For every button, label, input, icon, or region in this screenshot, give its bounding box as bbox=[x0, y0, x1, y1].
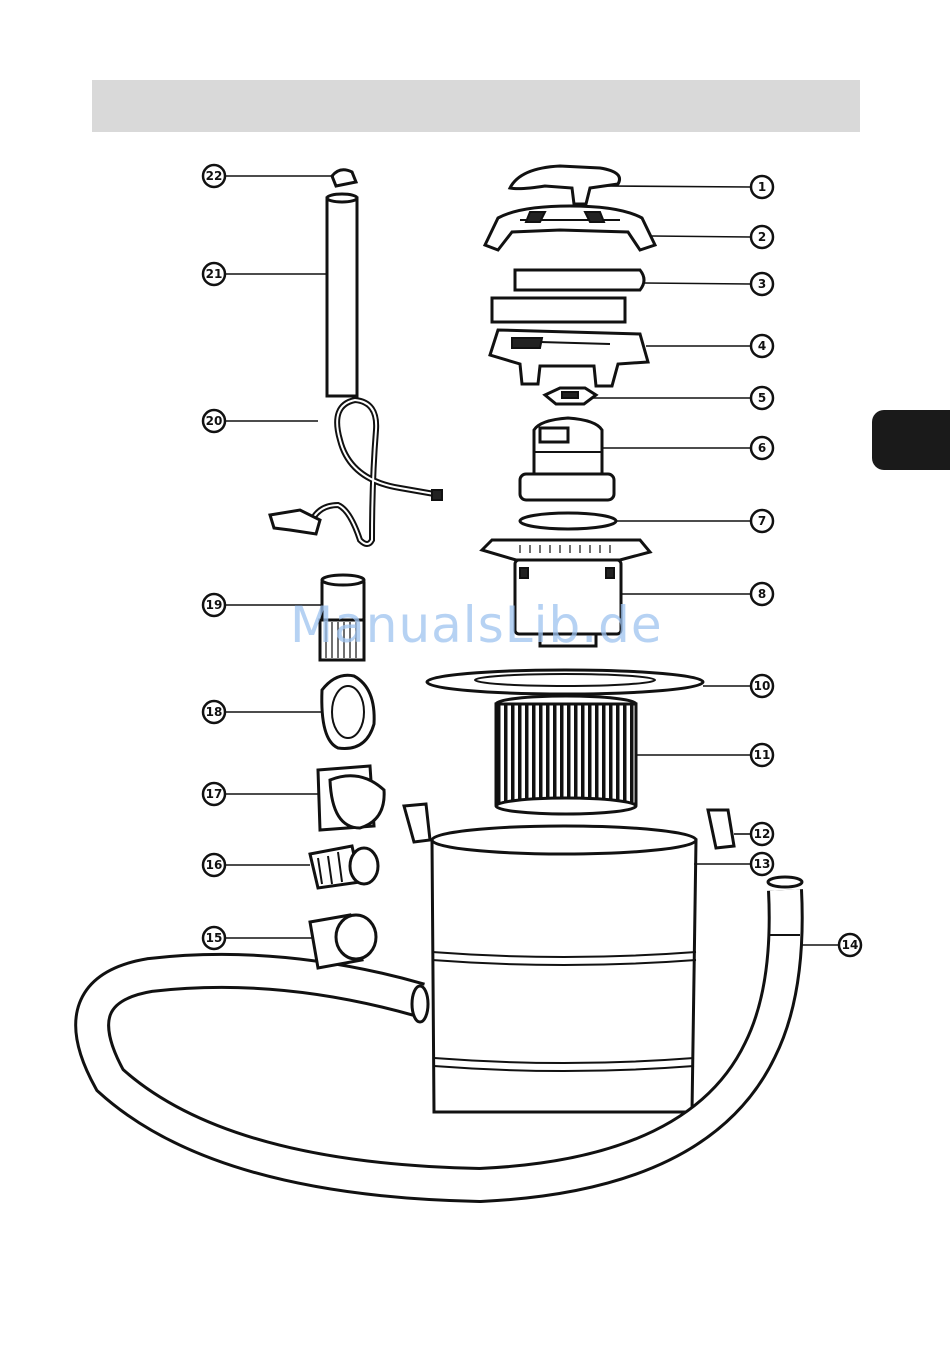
callout-number: 4 bbox=[758, 339, 766, 353]
part-handle bbox=[510, 166, 620, 204]
callout-number: 12 bbox=[754, 827, 771, 841]
callout-18: 18 bbox=[203, 701, 225, 723]
callout-10: 10 bbox=[751, 675, 773, 697]
callout-number: 11 bbox=[754, 748, 771, 762]
callout-21: 21 bbox=[203, 263, 225, 285]
callout-6: 6 bbox=[751, 437, 773, 459]
callout-3: 3 bbox=[751, 273, 773, 295]
callout-11: 11 bbox=[751, 744, 773, 766]
callout-number: 14 bbox=[842, 938, 859, 952]
part-lid-plate bbox=[427, 670, 703, 694]
callout-number: 7 bbox=[758, 514, 766, 528]
callout-number: 1 bbox=[758, 180, 766, 194]
callout-number: 5 bbox=[758, 391, 766, 405]
callout-number: 15 bbox=[206, 931, 223, 945]
callout-number: 10 bbox=[754, 679, 771, 693]
callout-5: 5 bbox=[751, 387, 773, 409]
callout-1: 1 bbox=[751, 176, 773, 198]
part-inlet-valve bbox=[318, 766, 384, 830]
part-top-cover bbox=[485, 206, 655, 250]
callout-8: 8 bbox=[751, 583, 773, 605]
callout-number: 22 bbox=[206, 169, 223, 183]
callout-number: 17 bbox=[206, 787, 223, 801]
callout-number: 2 bbox=[758, 230, 766, 244]
part-fitting bbox=[545, 388, 596, 404]
callout-number: 8 bbox=[758, 587, 766, 601]
callout-number: 16 bbox=[206, 858, 223, 872]
part-drum bbox=[432, 826, 696, 1112]
callout-16: 16 bbox=[203, 854, 225, 876]
part-foam-filters bbox=[492, 270, 644, 322]
callout-number: 13 bbox=[754, 857, 771, 871]
callout-14: 14 bbox=[839, 934, 861, 956]
callout-number: 6 bbox=[758, 441, 766, 455]
part-seal-ring bbox=[520, 513, 616, 529]
part-connector-16 bbox=[310, 846, 378, 888]
part-connector-15 bbox=[310, 915, 376, 968]
callout-2: 2 bbox=[751, 226, 773, 248]
callout-number: 19 bbox=[206, 598, 223, 612]
part-flange-ring bbox=[322, 675, 374, 748]
part-cartridge-filter bbox=[496, 696, 636, 814]
callout-7: 7 bbox=[751, 510, 773, 532]
part-extension-tube bbox=[327, 194, 357, 396]
callout-number: 20 bbox=[206, 414, 223, 428]
callout-13: 13 bbox=[751, 853, 773, 875]
part-end-cap bbox=[332, 170, 356, 186]
callout-number: 3 bbox=[758, 277, 766, 291]
callout-15: 15 bbox=[203, 927, 225, 949]
callout-number: 18 bbox=[206, 705, 223, 719]
watermark: ManualsLib.de bbox=[290, 596, 663, 654]
callout-22: 22 bbox=[203, 165, 225, 187]
callout-4: 4 bbox=[751, 335, 773, 357]
part-motor bbox=[520, 418, 614, 500]
callout-17: 17 bbox=[203, 783, 225, 805]
callout-20: 20 bbox=[203, 410, 225, 432]
callout-12: 12 bbox=[751, 823, 773, 845]
callout-number: 21 bbox=[206, 267, 223, 281]
part-motor-housing bbox=[490, 330, 648, 386]
callout-19: 19 bbox=[203, 594, 225, 616]
